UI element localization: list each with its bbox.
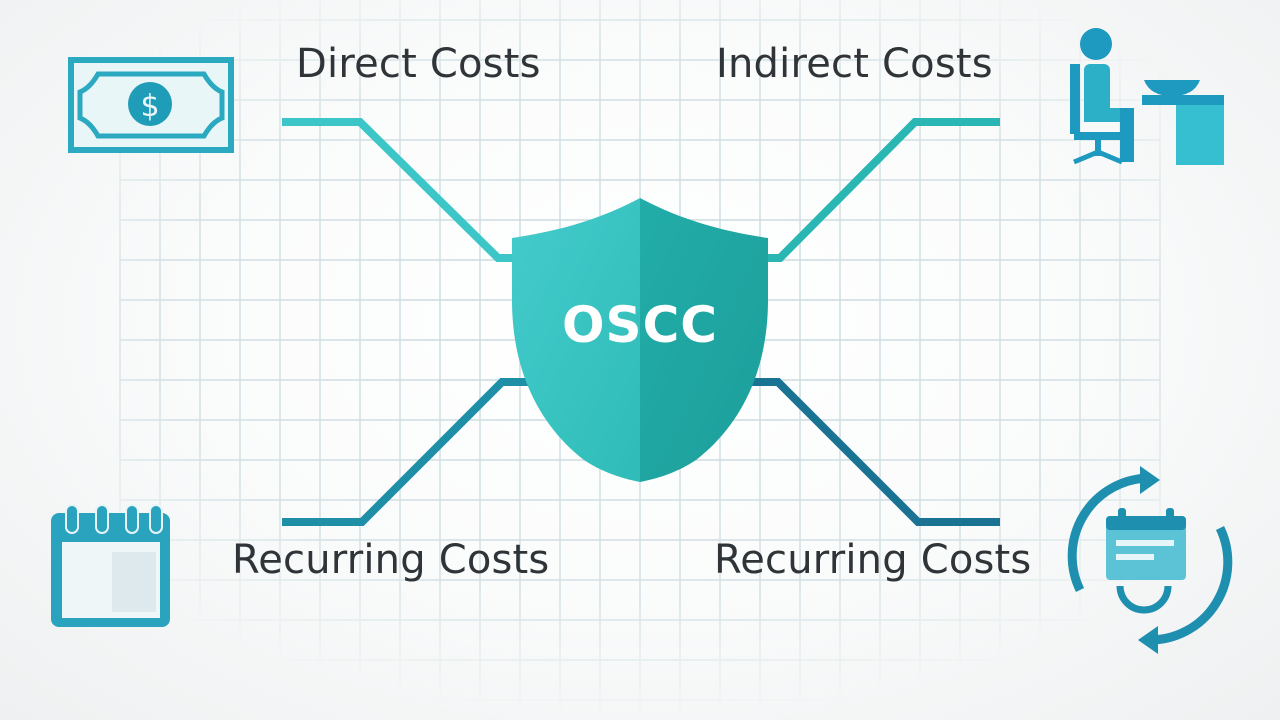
connector-lines [282, 118, 1000, 526]
label-direct-costs: Direct Costs [296, 41, 541, 87]
connector-recurring-left [282, 378, 532, 526]
person-at-desk-icon [1070, 28, 1224, 165]
label-recurring-costs-right: Recurring Costs [714, 537, 1032, 583]
connector-direct-costs [282, 118, 520, 262]
shield-left-half [512, 198, 640, 482]
shield-right-half [640, 198, 768, 482]
connector-indirect-costs [762, 118, 1000, 262]
oscc-shield [512, 198, 768, 482]
shield-label: OSCC [562, 296, 718, 354]
calendar-icon [51, 504, 170, 627]
label-recurring-costs-left: Recurring Costs [232, 537, 550, 583]
money-bill-icon: $ [68, 57, 234, 153]
recurring-calendar-icon [1067, 466, 1233, 654]
connector-recurring-right [752, 378, 1000, 526]
label-indirect-costs: Indirect Costs [716, 41, 993, 87]
svg-text:$: $ [140, 89, 159, 124]
